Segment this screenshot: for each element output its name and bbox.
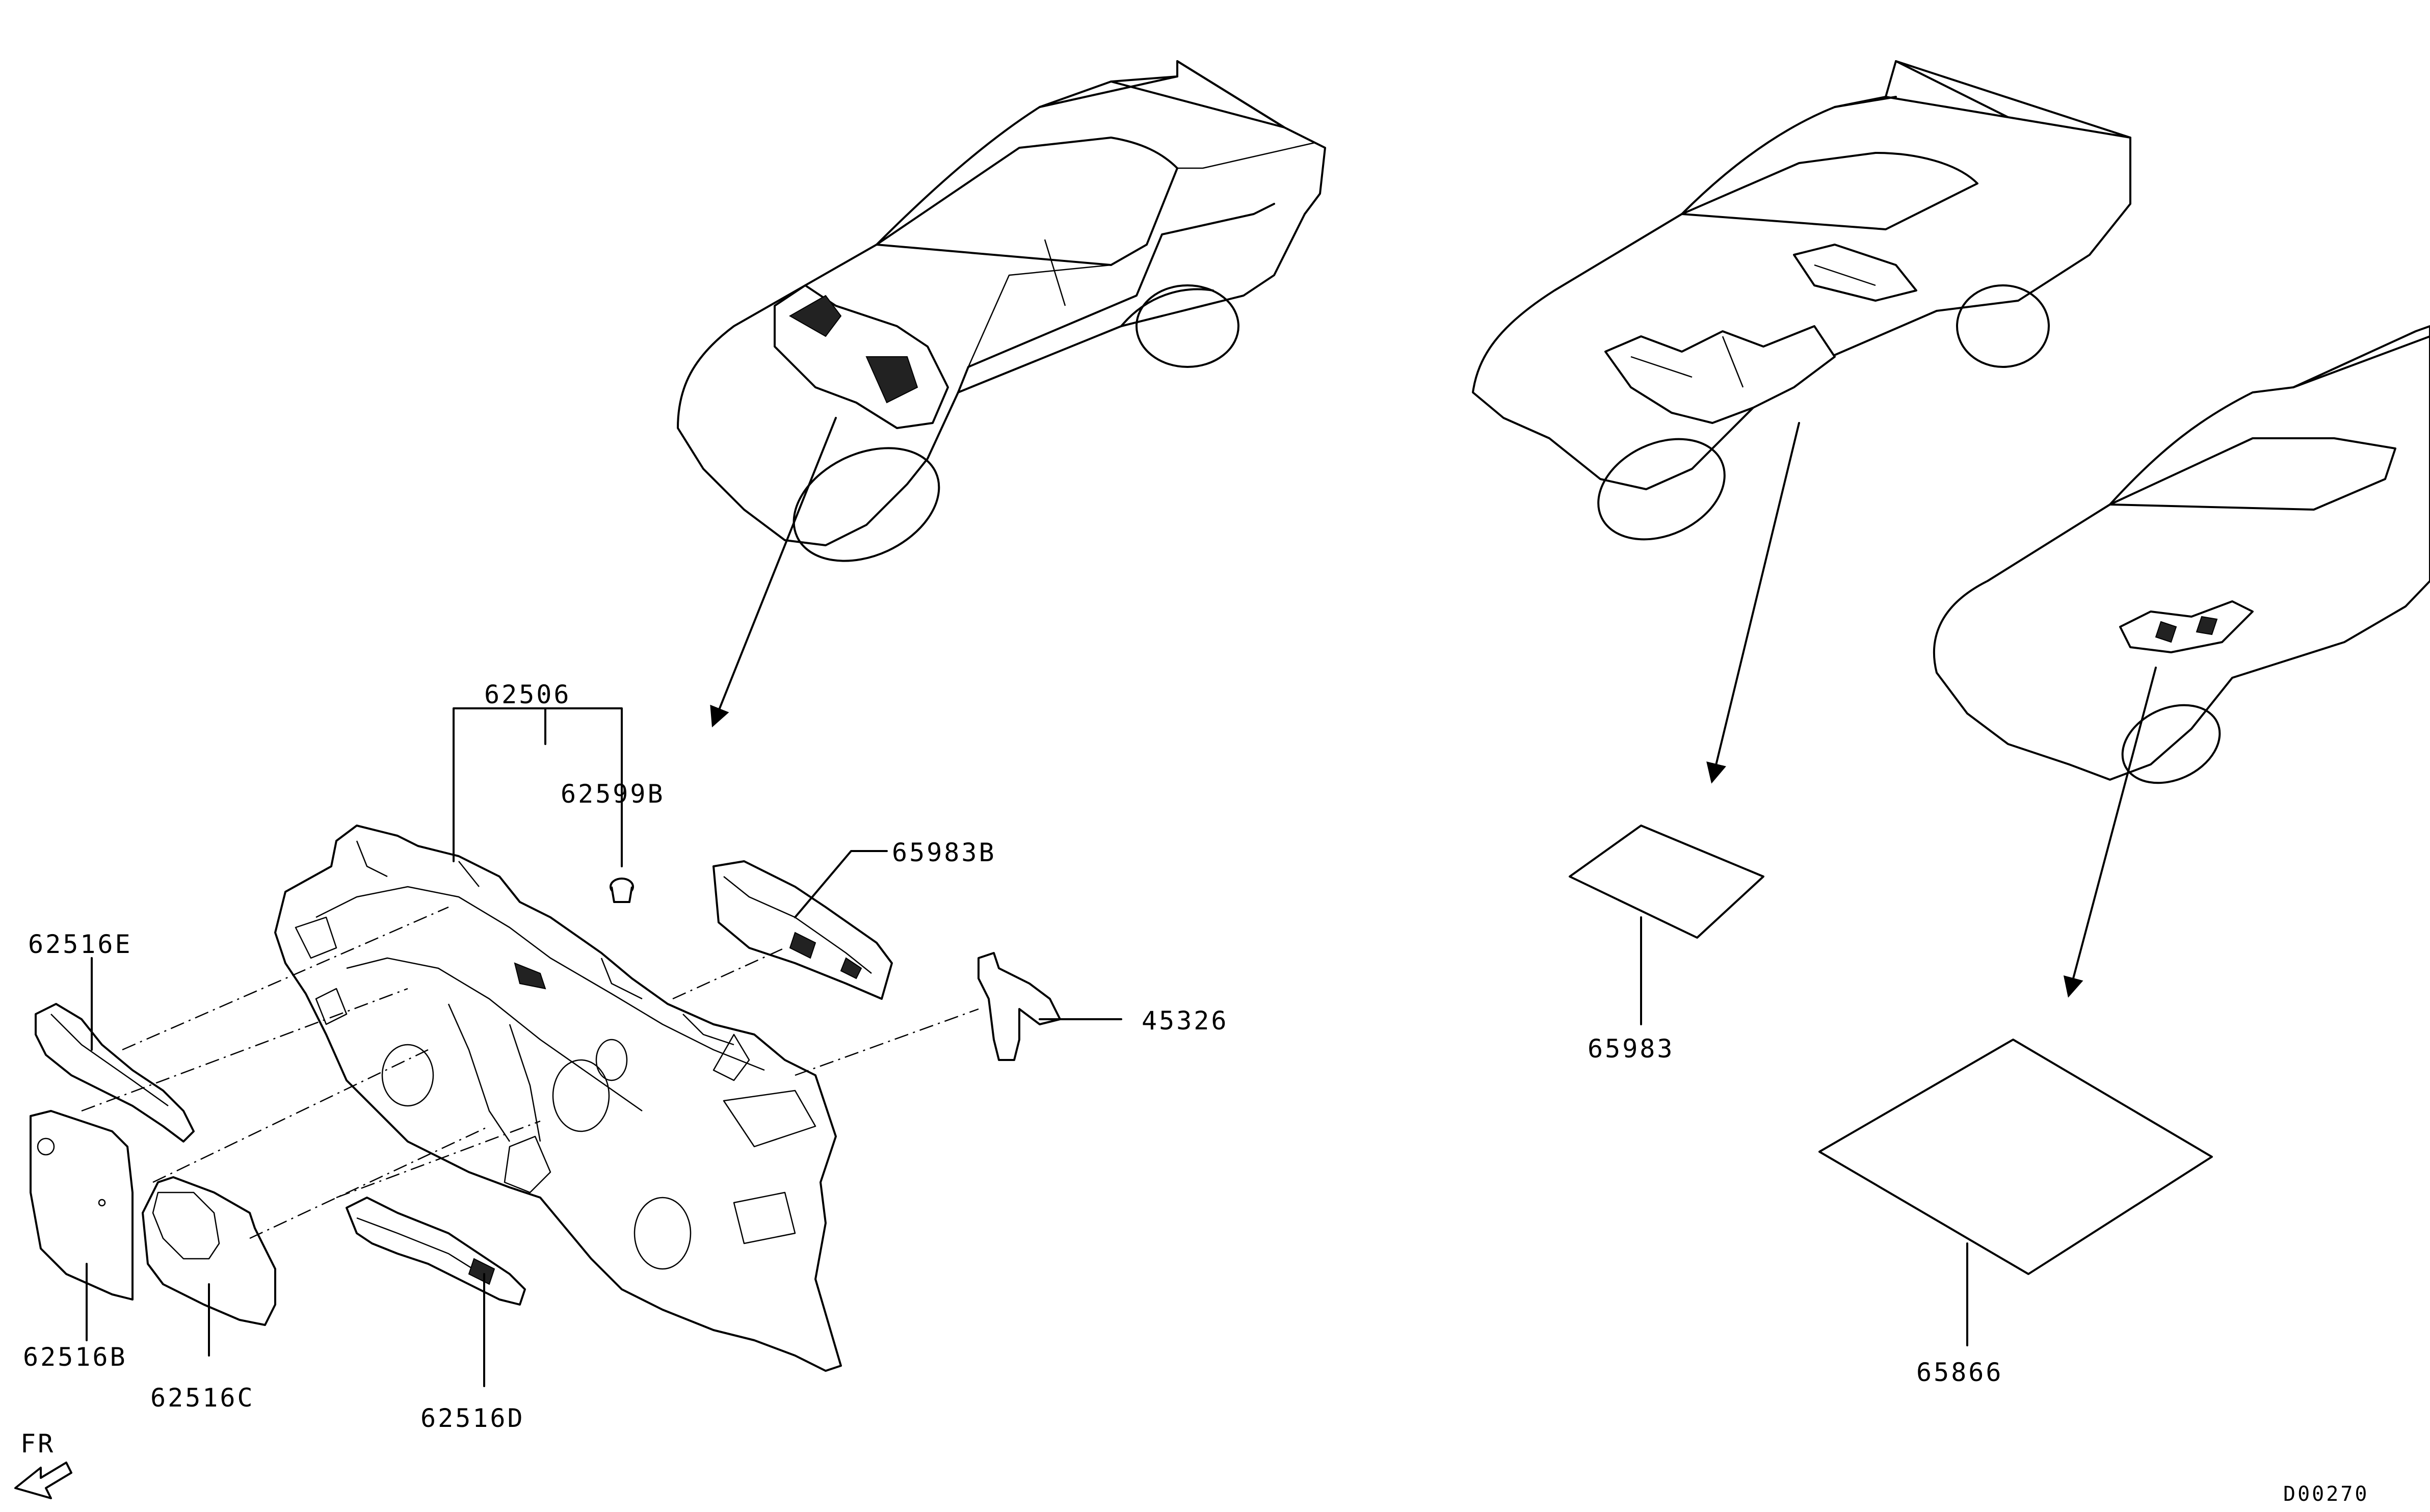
clip-62599B [610,878,634,903]
label-62599B: 62599B [561,779,665,809]
assembly-lines [81,906,979,1239]
silencer-pad-65983 [1569,825,1764,939]
label-65866: 65866 [1916,1358,2003,1387]
front-label: FR [20,1429,55,1458]
leader-lines [86,707,1968,1387]
label-65983B: 65983B [892,838,996,867]
leader-arrow-icon [710,417,837,728]
silencer-pad-65866 [1818,1039,2213,1275]
label-62516E: 62516E [28,930,133,959]
label-62506: 62506 [484,680,571,709]
bracket-45326 [978,952,1061,1061]
leader-arrow-icon [1706,422,1800,784]
truck-floor-location [1472,60,2131,541]
label-62516D: 62516D [420,1403,525,1433]
front-direction-arrow-icon [14,1462,72,1499]
leader-arrow-icon [2063,667,2157,998]
insulator-62516B [30,1110,134,1301]
insulator-62516C [142,1176,276,1326]
label-45326: 45326 [1142,1006,1229,1036]
label-62516B: 62516B [23,1342,127,1372]
dash-panel-insulator [274,825,842,1372]
label-62516C: 62516C [150,1383,255,1413]
drawing-code: D00270 [2283,1482,2369,1506]
silencer-65983B [712,860,893,1000]
truck-dash-location [677,60,1326,562]
insulator-62516D [346,1197,526,1306]
label-65983: 65983 [1588,1034,1675,1064]
truck-silencer-location [1933,325,2430,784]
